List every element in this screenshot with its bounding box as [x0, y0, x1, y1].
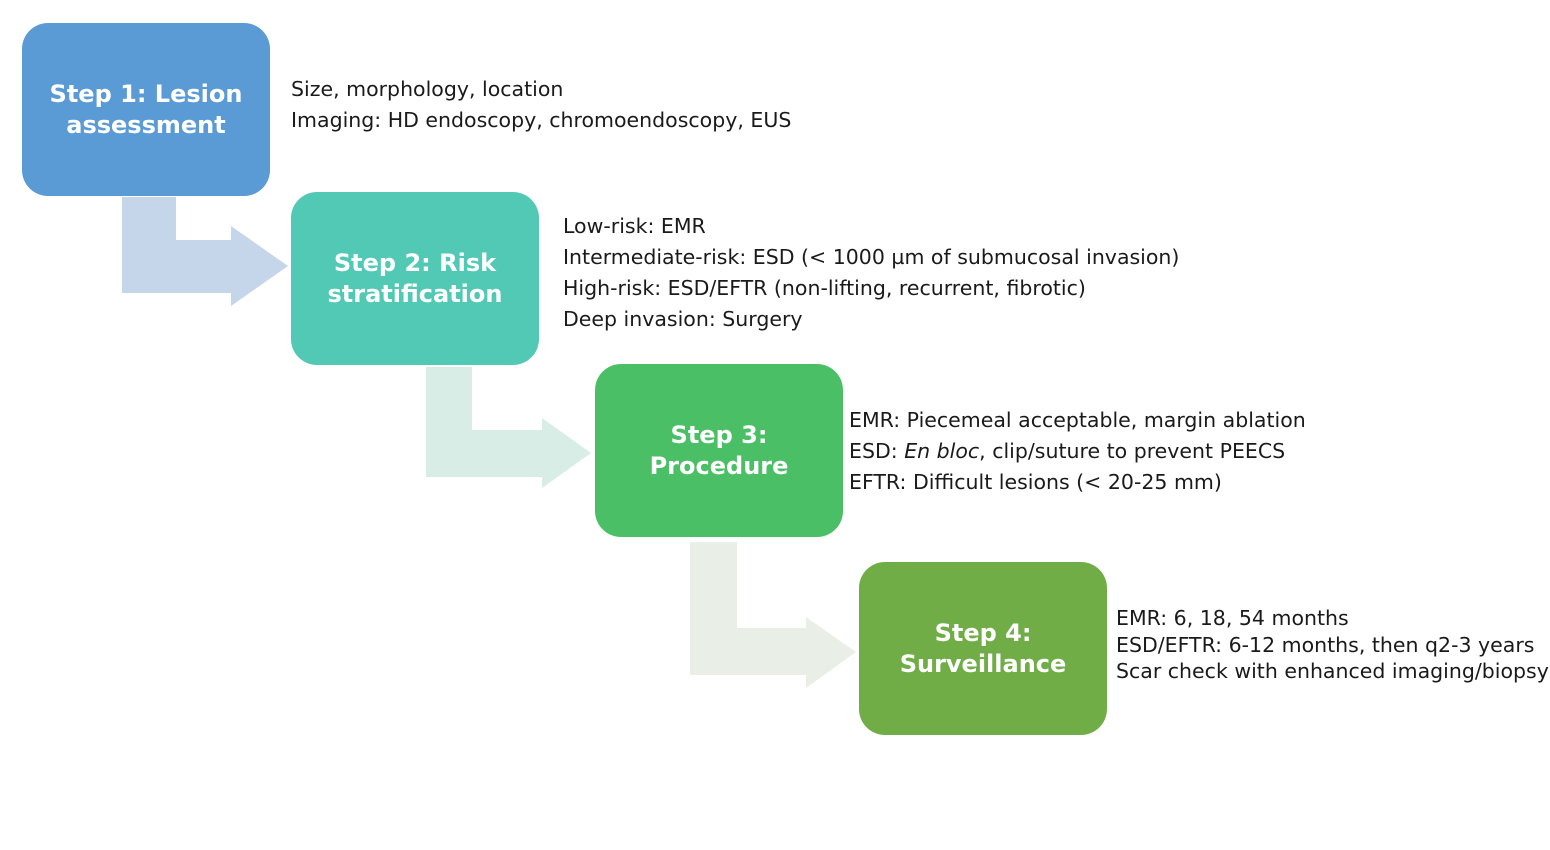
detail-line: EFTR: Difficult lesions (< 20-25 mm)	[849, 470, 1222, 494]
step3-title-line2: Procedure	[649, 451, 789, 480]
detail-line: Size, morphology, location	[291, 77, 564, 101]
step1-box: Step 1: Lesion assessment	[22, 23, 270, 196]
detail-line: Scar check with enhanced imaging/biopsy	[1116, 659, 1549, 683]
detail-line: Intermediate-risk: ESD (< 1000 µm of sub…	[563, 245, 1180, 269]
detail-line: EMR: 6, 18, 54 months	[1116, 606, 1349, 630]
detail-line: High-risk: ESD/EFTR (non-lifting, recurr…	[563, 276, 1086, 300]
arrow-step2-to-step3	[426, 367, 591, 488]
step2-box: Step 2: Risk stratification	[291, 192, 539, 365]
detail-line: ESD/EFTR: 6-12 months, then q2-3 years	[1116, 632, 1535, 657]
step4-title-line2: Surveillance	[899, 649, 1067, 678]
detail-line: ESD: En bloc, clip/suture to prevent PEE…	[849, 436, 1306, 467]
step1-title-line1: Step 1: Lesion	[49, 79, 243, 108]
detail-italic: En bloc	[904, 439, 980, 463]
detail-prefix: ESD:	[849, 439, 905, 463]
step3-details: EMR: Piecemeal acceptable, margin ablati…	[849, 405, 1306, 498]
step2-details: Low-risk: EMR Intermediate-risk: ESD (< …	[563, 211, 1179, 335]
arrow-step3-to-step4	[690, 542, 856, 688]
arrow-step1-to-step2	[122, 197, 288, 306]
detail-line: Imaging: HD endoscopy, chromoendoscopy, …	[291, 108, 792, 132]
step3-title-line1: Step 3:	[670, 420, 768, 449]
step4-details: EMR: 6, 18, 54 months ESD/EFTR: 6-12 mon…	[1116, 605, 1549, 685]
step2-title-line1: Step 2: Risk	[333, 248, 497, 277]
step1-details: Size, morphology, location Imaging: HD e…	[291, 74, 791, 136]
detail-line: EMR: Piecemeal acceptable, margin ablati…	[849, 408, 1306, 432]
detail-suffix: , clip/suture to prevent PEECS	[979, 439, 1286, 463]
step1-title-line2: assessment	[66, 110, 226, 139]
step4-box: Step 4: Surveillance	[859, 562, 1107, 735]
step4-title-line1: Step 4:	[934, 618, 1032, 647]
detail-line: Deep invasion: Surgery	[563, 307, 803, 331]
detail-line: Low-risk: EMR	[563, 214, 706, 238]
step3-box: Step 3: Procedure	[595, 364, 843, 537]
step2-title-line2: stratification	[327, 279, 503, 308]
